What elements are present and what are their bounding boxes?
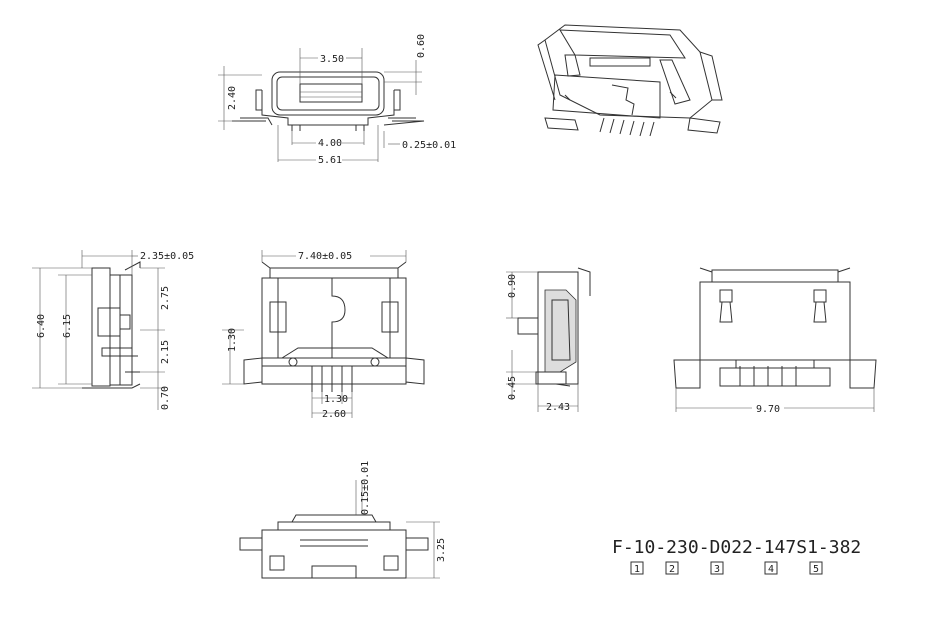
part-index-1: 1 bbox=[634, 564, 640, 575]
part-index-2: 2 bbox=[669, 564, 675, 575]
dim-side-body-length: 6.15 bbox=[62, 314, 73, 338]
side-view: 2.35±0.05 6.40 6.15 2.75 2.15 0.70 bbox=[32, 250, 194, 410]
dim-front-pin-width: 0.25±0.01 bbox=[402, 140, 456, 151]
dim-top-pin-span-outer: 2.60 bbox=[322, 409, 346, 420]
rear-view: 9.70 bbox=[673, 267, 877, 415]
front-view: 3.50 0.60 2.40 4.00 5.61 0.25±0.01 bbox=[218, 34, 456, 166]
dim-front-height: 2.40 bbox=[227, 86, 238, 110]
dim-side-total-length: 6.40 bbox=[36, 314, 47, 338]
bottom-view: 0.15±0.01 3.25 bbox=[239, 461, 447, 579]
dim-bottom-height: 3.25 bbox=[436, 538, 447, 562]
dim-front-top-thickness: 0.60 bbox=[416, 34, 427, 58]
part-index-4: 4 bbox=[768, 564, 774, 575]
dim-side-upper-segment: 2.75 bbox=[160, 286, 171, 310]
dim-front-slot-width: 3.50 bbox=[320, 54, 344, 65]
dim-top-pin-span-inner: 1.30 bbox=[324, 394, 348, 405]
isometric-view bbox=[537, 24, 723, 137]
part-index-5: 5 bbox=[813, 564, 819, 575]
part-index-3: 3 bbox=[714, 564, 720, 575]
part-number: F-10-230-D022-147S1-382 bbox=[612, 537, 861, 558]
dim-top-overall-width: 7.40±0.05 bbox=[298, 251, 352, 262]
dim-side-lower-segment: 2.15 bbox=[160, 340, 171, 364]
dim-bottom-pin-pitch: 0.15±0.01 bbox=[360, 461, 371, 515]
dim-rear-overall-width: 9.70 bbox=[756, 404, 780, 415]
dim-section-bottom: 0.45 bbox=[507, 376, 518, 400]
dim-section-width: 2.43 bbox=[546, 402, 570, 413]
dim-side-bottom-offset: 0.70 bbox=[160, 386, 171, 410]
dim-front-overall-width: 5.61 bbox=[318, 155, 342, 166]
dim-top-left-height: 1.30 bbox=[227, 328, 238, 352]
dim-side-width: 2.35±0.05 bbox=[140, 251, 194, 262]
section-view: 0.90 0.45 2.43 bbox=[506, 267, 591, 413]
top-view: 7.40±0.05 1.30 1.30 2.60 bbox=[222, 250, 425, 420]
part-number-block: F-10-230-D022-147S1-382 1 2 3 4 5 bbox=[612, 537, 861, 575]
dim-section-top: 0.90 bbox=[507, 274, 518, 298]
dim-front-pad-span: 4.00 bbox=[318, 138, 342, 149]
